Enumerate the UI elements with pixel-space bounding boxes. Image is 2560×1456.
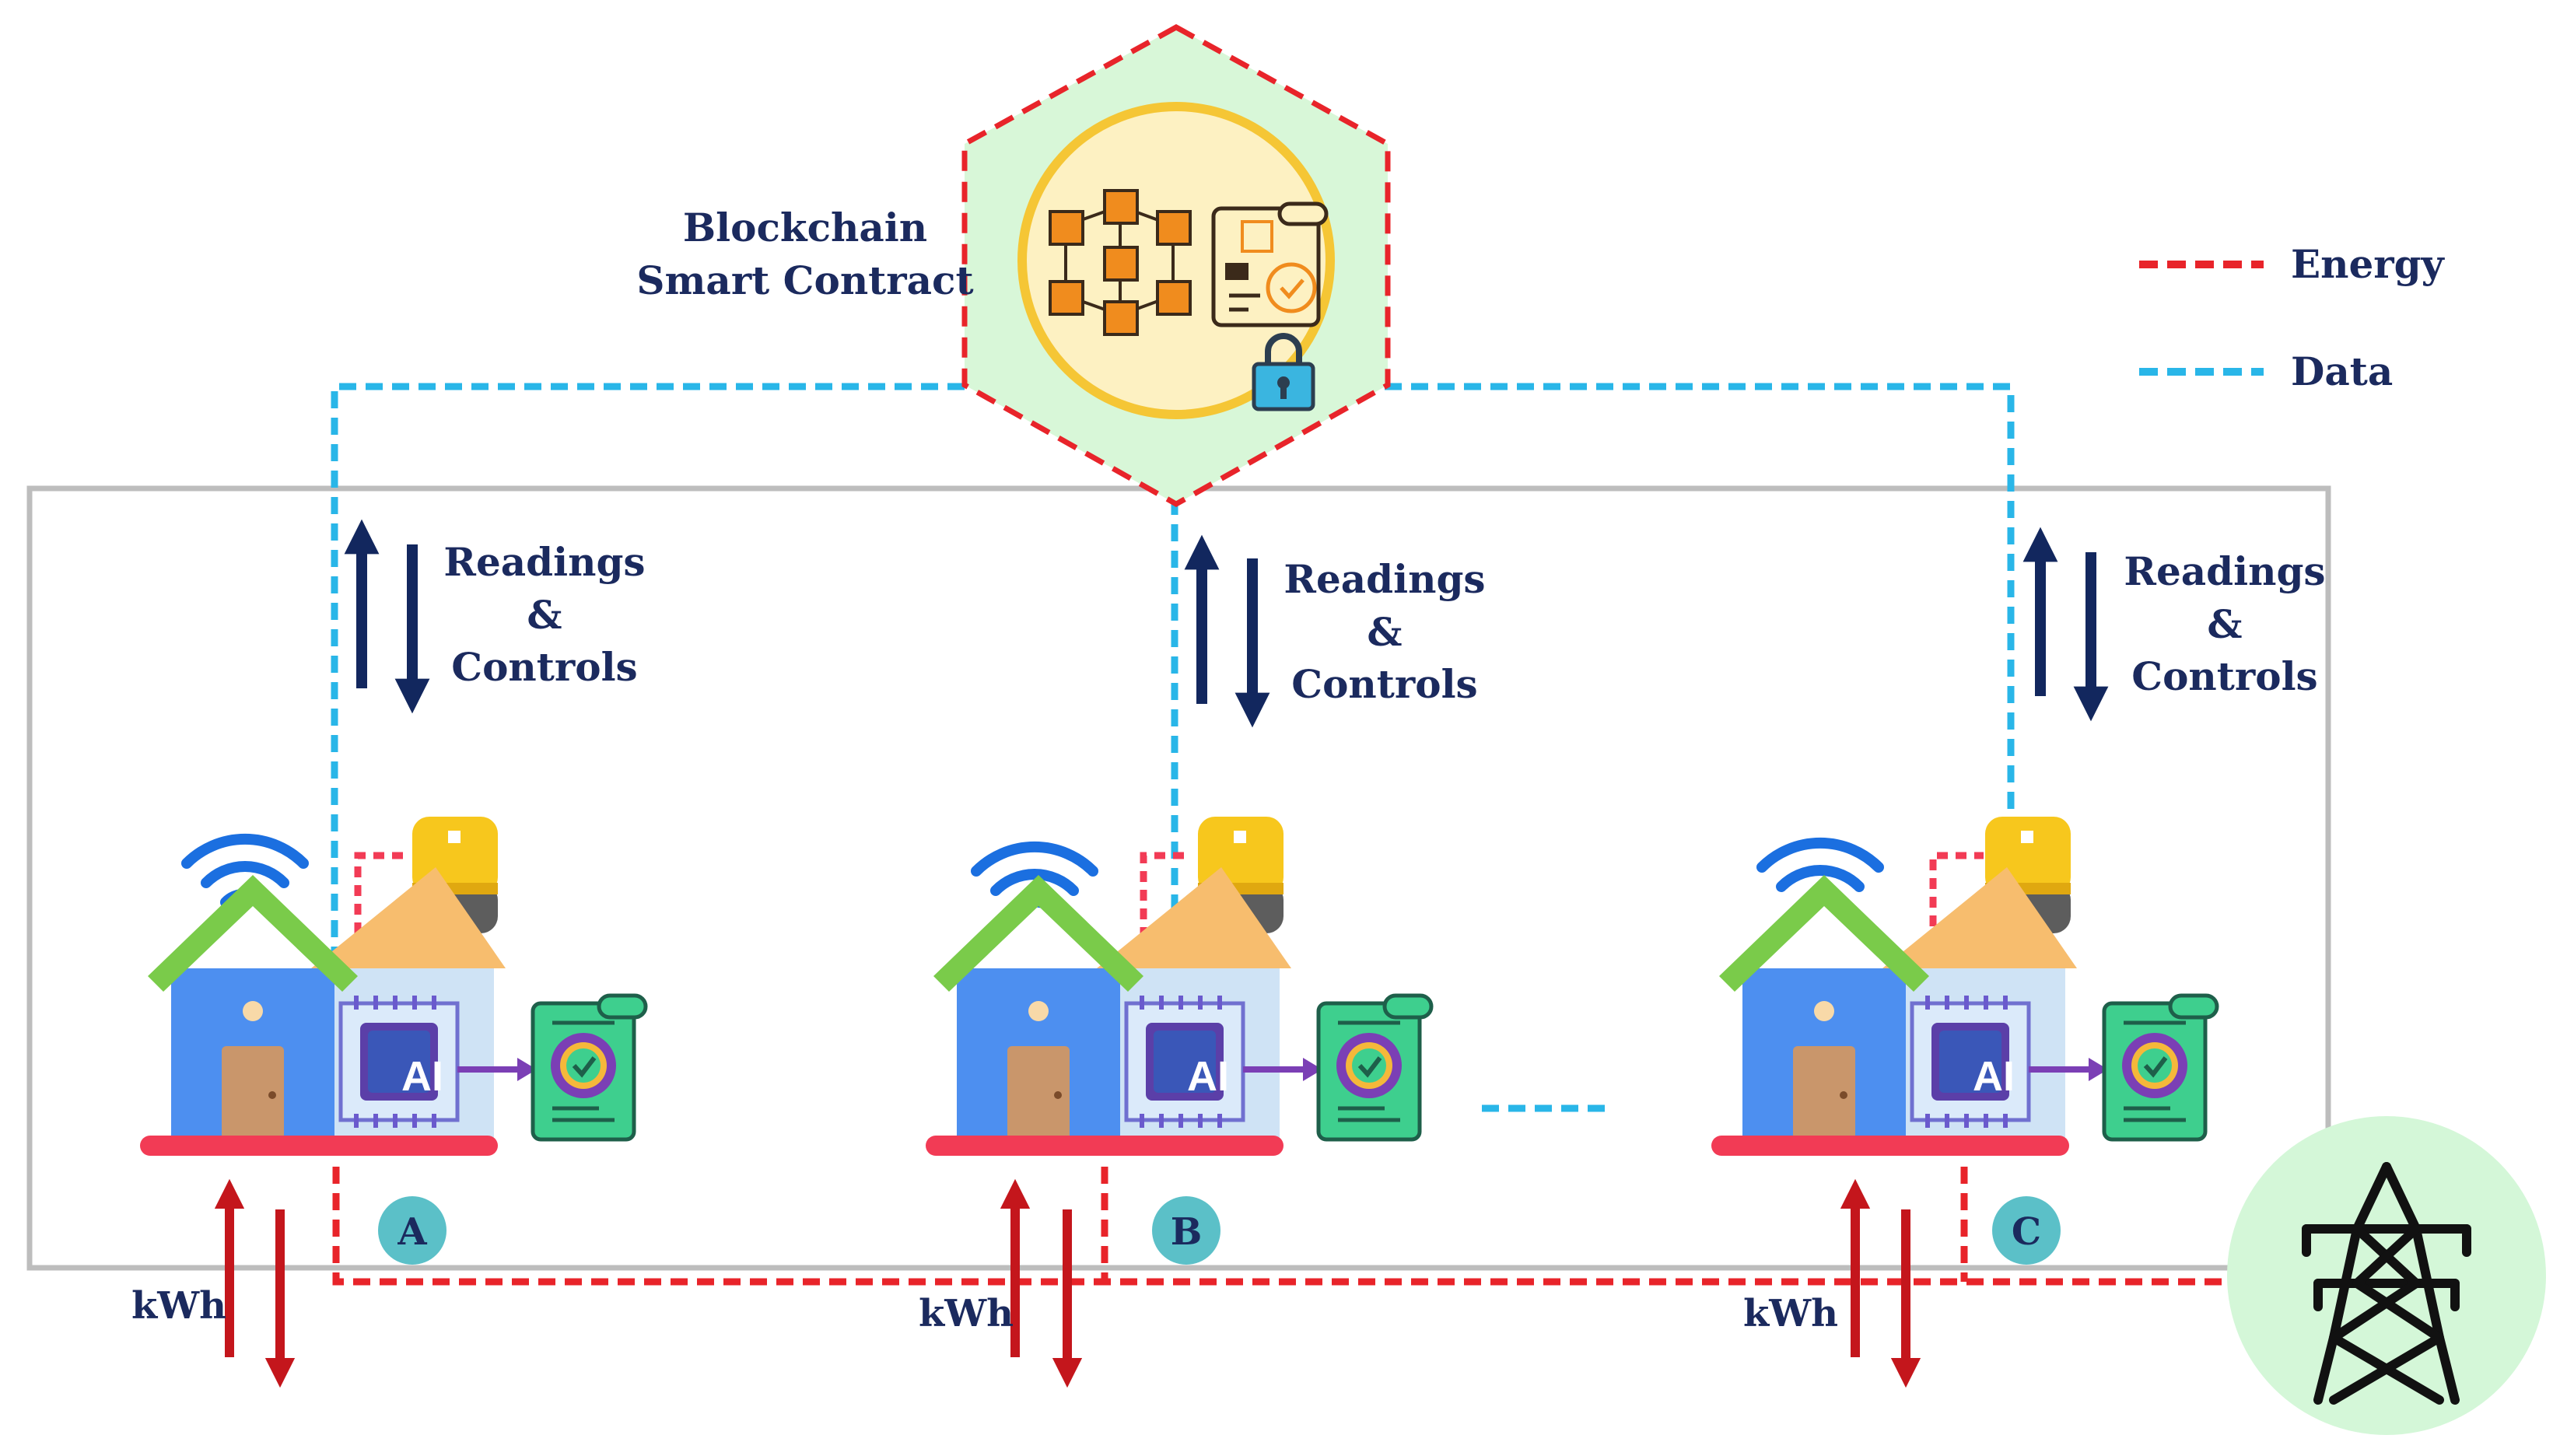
legend-energy-label: Energy [2291,241,2446,287]
legend-data-label: Data [2291,348,2393,394]
blockchain-label-line2: Smart Contract [636,257,973,303]
node-badge [1992,1196,2061,1265]
house-icon [926,867,1431,1156]
ai-chip-label: AI [401,1053,443,1100]
house-icon [140,867,646,1156]
node-id: A [397,1210,427,1254]
ampersand-label: & [1367,609,1402,655]
power-grid [2227,1116,2546,1435]
controls-label: Controls [1291,661,1477,707]
power-tower-icon [2302,1162,2471,1405]
smart-contract-icon [1211,201,1329,327]
home-a: Readings & Controls AI A kWh [131,519,646,1388]
blockchain-hub [961,24,1391,508]
house-icon [1711,867,2217,1156]
blockchain-network-icon [1049,189,1192,336]
kwh-label: kWh [1743,1292,1838,1335]
readings-label: Readings [443,539,645,585]
ampersand-label: & [2207,601,2242,647]
ai-chip-label: AI [1973,1053,2015,1100]
home-c: Readings & Controls AI C kWh [1711,527,2326,1388]
legend: Energy Data [2139,241,2446,394]
ai-chip-label: AI [1187,1053,1229,1100]
node-id: B [1171,1210,1203,1254]
kwh-label: kWh [131,1284,226,1328]
ampersand-label: & [527,592,562,638]
node-badge [378,1196,447,1265]
controls-label: Controls [2131,653,2317,699]
blockchain-label-line1: Blockchain [683,205,927,250]
energy-links [332,1167,2225,1286]
node-badge [1152,1196,1220,1265]
home-b: Readings & Controls AI B kWh [919,534,1486,1388]
kwh-label: kWh [919,1292,1014,1335]
padlock-icon [1252,333,1315,411]
controls-label: Controls [451,644,637,690]
readings-label: Readings [1284,556,1485,602]
node-id: C [2012,1210,2041,1254]
readings-label: Readings [2124,548,2325,594]
data-links [331,383,2015,1112]
